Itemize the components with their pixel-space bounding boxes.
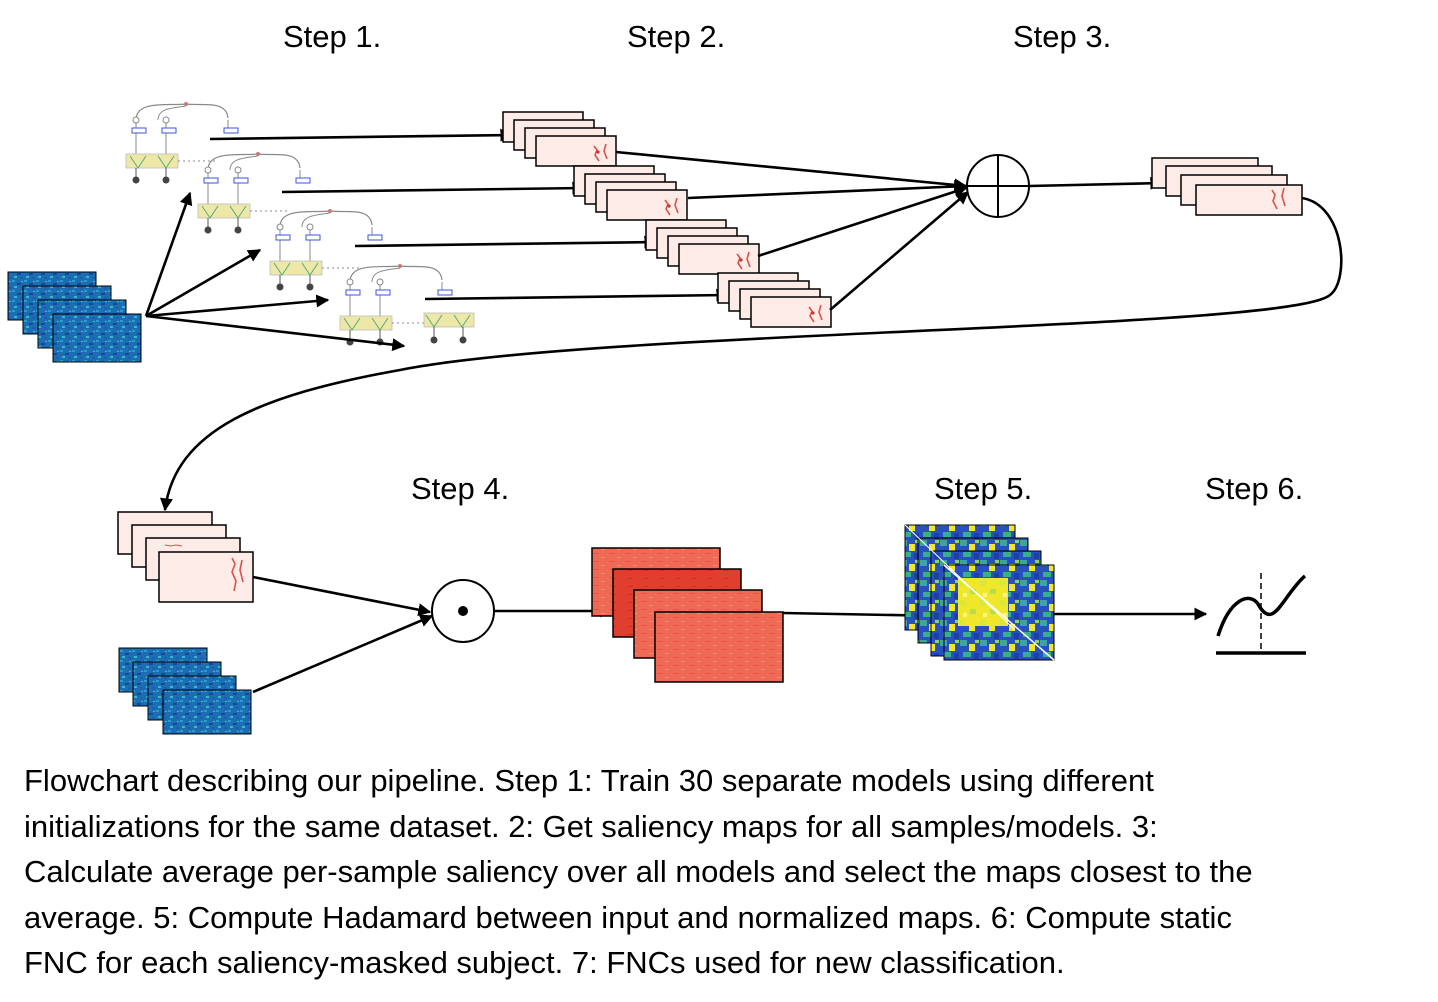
figure-caption: Flowchart describing our pipeline. Step … [24,758,1424,986]
saliency-stack [717,272,832,328]
sum-operator-node [966,154,1030,218]
caption-line: Calculate average per-sample saliency ov… [24,854,1253,889]
input-data-stack-lower [118,647,252,735]
masked-input-stack [591,547,784,683]
hadamard-operator-node [431,579,495,643]
input-data-stack [7,271,142,363]
model-graph [423,312,475,344]
caption-line: average. 5: Compute Hadamard between inp… [24,899,1232,935]
step-4-label: Step 4. [411,471,510,506]
averaged-saliency-stack [1151,157,1303,216]
saliency-stack [502,111,617,167]
model-graph [339,263,453,347]
input-to-models-arrows [144,191,406,352]
saliency-stack [645,219,760,275]
saliency-stack [573,165,688,221]
fnc-matrix-stack [904,524,1055,661]
curved-connector-arrow [160,196,1343,512]
model-to-saliency-arrows [209,128,730,302]
step-3-label: Step 3. [1013,19,1112,54]
model-graph [125,101,239,185]
step-1-label: Step 1. [283,19,382,54]
step-6-label: Step 6. [1205,471,1304,506]
selected-saliency-stack [117,511,254,603]
model-graph [269,208,383,292]
caption-line: FNC for each saliency-masked subject. 7:… [24,945,1065,980]
sum-to-average-arrow [1028,176,1164,190]
step-5-label: Step 5. [934,471,1033,506]
saliency-to-sum-arrows [615,150,969,311]
caption-line: Flowchart describing our pipeline. Step … [24,763,1154,798]
classifier-curve-icon [1216,573,1307,655]
to-hadamard-arrows [252,575,434,694]
step-2-label: Step 2. [627,19,726,54]
caption-line: initializations for the same dataset. 2:… [24,808,1158,844]
